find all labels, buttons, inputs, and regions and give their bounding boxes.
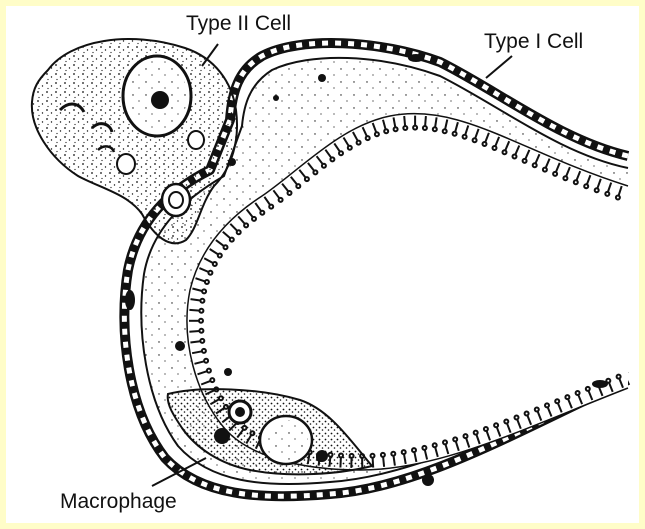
- microvillus: [190, 341, 200, 342]
- microvillus: [425, 116, 426, 126]
- microvillus: [404, 116, 405, 126]
- microvillus: [189, 331, 199, 332]
- type-i-cell-label: Type I Cell: [484, 30, 583, 54]
- type-i-leader-line: [486, 56, 512, 78]
- microvillus: [383, 457, 384, 467]
- macrophage-label: Macrophage: [60, 490, 177, 514]
- type-ii-cell-label: Type II Cell: [186, 12, 291, 36]
- microvillus: [191, 299, 201, 300]
- microvillus: [189, 310, 199, 311]
- microvillus: [394, 456, 395, 466]
